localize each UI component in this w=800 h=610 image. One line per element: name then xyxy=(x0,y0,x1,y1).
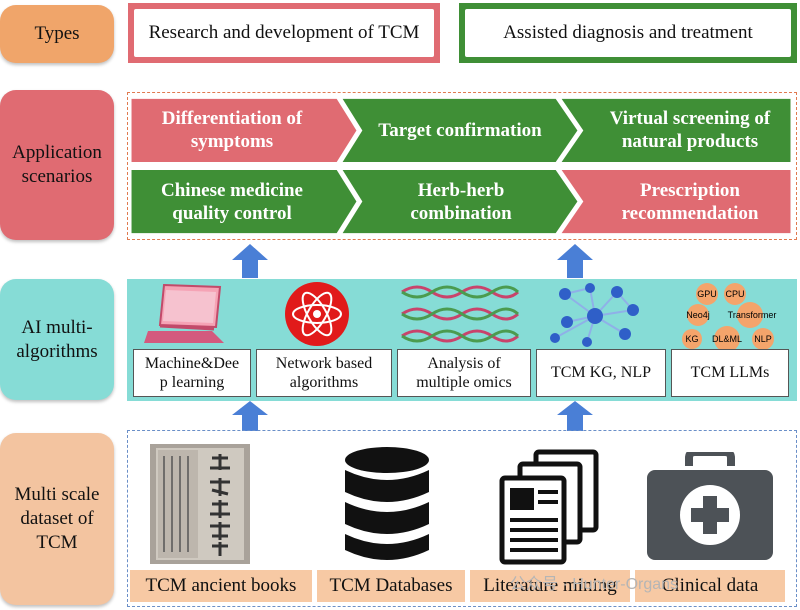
row-label-application-scenarios: Application scenarios xyxy=(0,90,114,240)
algo-network-text: Network based algorithms xyxy=(275,354,373,391)
row-label-data-text: Multi scale dataset of TCM xyxy=(14,484,100,553)
algo-machine-deep-learning: Machine&Deep learning xyxy=(133,349,251,397)
row-label-apps-text: Application scenarios xyxy=(12,142,102,187)
database-icon xyxy=(345,447,429,560)
scenario-quality-text: Chinese medicine quality control xyxy=(161,180,303,224)
up-arrow-icon xyxy=(557,401,593,431)
chevron-prescription xyxy=(561,169,791,234)
scenario-target-text: Target confirmation xyxy=(378,119,542,141)
up-arrow-icon xyxy=(232,244,268,278)
llm-bubble-text: Transformer xyxy=(728,310,777,320)
scenario-prescription-text: Prescription recommendation xyxy=(621,180,759,224)
algo-llm-text: TCM LLMs xyxy=(690,364,770,382)
scenario-herb-text: Herb-herb combination xyxy=(410,180,512,224)
algo-multiple-omics: Analysis of multiple omics xyxy=(397,349,531,397)
chevron-herb-herb xyxy=(342,169,578,234)
row-label-types: Types xyxy=(0,5,114,63)
algo-tcm-kg-nlp: TCM KG, NLP xyxy=(536,349,666,397)
dataset-frame xyxy=(127,430,797,607)
row-label-multi-scale-dataset: Multi scale dataset of TCM xyxy=(0,433,114,605)
algo-kg-text: TCM KG, NLP xyxy=(550,364,651,382)
llm-bubble-text: DL&ML xyxy=(712,334,742,344)
medical-kit-icon xyxy=(647,452,773,560)
llm-bubbles-icon: GPU CPU Neo4j Transformer KG DL&ML NLP xyxy=(682,283,777,351)
type-assisted-diagnosis: Assisted diagnosis and treatment xyxy=(459,3,797,63)
type-assisted-text: Assisted diagnosis and treatment xyxy=(465,9,791,57)
chevron-virtual-screening xyxy=(561,98,791,163)
llm-bubble-text: KG xyxy=(685,334,698,344)
row-label-ai-text: AI multi-algorithms xyxy=(16,316,98,362)
scenario-differentiation-text: Differentiation of symptoms xyxy=(161,108,303,152)
application-scenarios-frame: Differentiation of symptoms Target confi… xyxy=(127,92,797,240)
chevron-differentiation xyxy=(131,98,357,163)
type-research-development: Research and development of TCM xyxy=(128,3,440,63)
chevron-target xyxy=(342,98,578,163)
algo-ml-text: Machine&Deep learning xyxy=(144,354,240,391)
llm-bubble-text: NLP xyxy=(754,334,772,344)
atom-icon xyxy=(285,282,349,346)
algo-omics-text: Analysis of multiple omics xyxy=(416,354,512,391)
algo-network-based: Network based algorithms xyxy=(256,349,392,397)
llm-bubble-text: GPU xyxy=(697,289,717,299)
watermark: 公众号 · Hunter-Organs xyxy=(510,576,679,593)
dna-helix-icon xyxy=(401,285,520,343)
knowledge-graph-icon xyxy=(550,283,639,347)
dataset-tcm-databases: TCM Databases xyxy=(317,570,465,602)
type-research-text: Research and development of TCM xyxy=(134,9,434,57)
row-label-ai-multi-algorithms: AI multi-algorithms xyxy=(0,279,114,400)
up-arrow-icon xyxy=(232,401,268,431)
scenario-virtual-text: Virtual screening of natural products xyxy=(609,108,771,152)
dataset-ancient-books: TCM ancient books xyxy=(130,570,312,602)
dataset-clinical-data: Clinical data xyxy=(635,570,785,602)
dataset-literature-mining: Literature mining xyxy=(470,570,630,602)
llm-bubble-text: CPU xyxy=(725,289,744,299)
scenario-chevrons xyxy=(131,98,791,234)
row-label-types-text: Types xyxy=(34,23,80,45)
algo-tcm-llms: TCM LLMs xyxy=(671,349,789,397)
ancient-book-icon xyxy=(150,444,250,564)
laptop-icon xyxy=(144,283,224,343)
chevron-quality-control xyxy=(131,169,357,234)
llm-bubble-text: Neo4j xyxy=(686,310,710,320)
up-arrow-icon xyxy=(557,244,593,278)
documents-icon xyxy=(499,449,599,565)
